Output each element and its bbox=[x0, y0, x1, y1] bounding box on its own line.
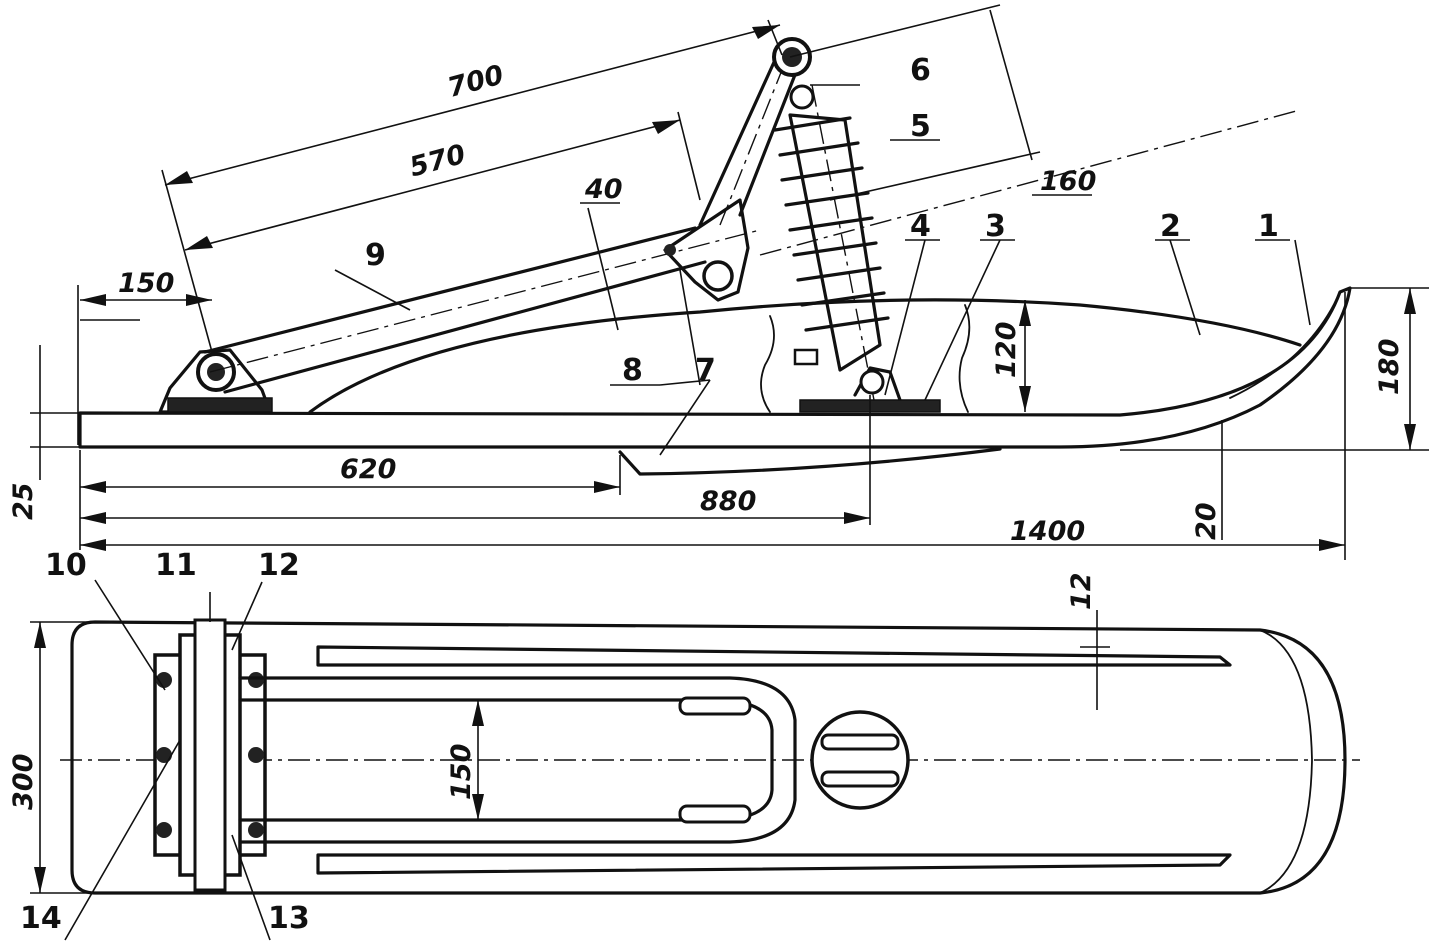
ski-outline-plan bbox=[70, 620, 1347, 895]
dim-120: 120 bbox=[991, 322, 1022, 378]
part-9: 9 bbox=[365, 238, 386, 273]
dim-25: 25 bbox=[8, 482, 39, 520]
ski-runner bbox=[78, 286, 1352, 449]
plan-view bbox=[30, 579, 1360, 941]
part-7: 7 bbox=[695, 353, 716, 388]
part-10: 10 bbox=[45, 548, 87, 583]
part-3: 3 bbox=[985, 209, 1006, 244]
dim-150-plan: 150 bbox=[446, 744, 477, 800]
part-labels: 1 2 3 4 5 6 7 8 9 10 11 12 13 14 bbox=[20, 53, 1279, 936]
side-view bbox=[78, 37, 1352, 476]
part-2: 2 bbox=[1160, 209, 1181, 244]
arm-bracket bbox=[663, 198, 750, 302]
dim-700: 700 bbox=[444, 59, 506, 104]
part-11: 11 bbox=[155, 548, 197, 583]
side-leaders bbox=[334, 84, 1311, 456]
part-1: 1 bbox=[1258, 209, 1279, 244]
dim-180: 180 bbox=[1374, 339, 1405, 395]
hinge-assembly bbox=[153, 618, 267, 892]
upper-link bbox=[698, 58, 802, 227]
dim-20: 20 bbox=[1191, 502, 1222, 540]
side-dimensions bbox=[30, 4, 1429, 560]
ski-deck-profile bbox=[308, 298, 1302, 414]
dim-570: 570 bbox=[406, 139, 468, 184]
part-12: 12 bbox=[258, 548, 300, 583]
ski-keel bbox=[618, 447, 1002, 476]
part-6: 6 bbox=[910, 53, 931, 88]
dim-160: 160 bbox=[1040, 166, 1096, 197]
dim-1400: 1400 bbox=[1010, 516, 1085, 547]
trailing-arm bbox=[203, 226, 707, 394]
part-8: 8 bbox=[622, 353, 643, 388]
dim-40: 40 bbox=[584, 174, 623, 205]
dim-300: 300 bbox=[8, 754, 39, 810]
dimension-labels: 700 570 40 160 150 120 180 25 620 880 20… bbox=[8, 59, 1405, 810]
dim-880: 880 bbox=[700, 486, 756, 517]
dim-150-side: 150 bbox=[118, 268, 174, 299]
shock-base-plan bbox=[810, 710, 910, 810]
part-5: 5 bbox=[910, 109, 931, 144]
dim-620: 620 bbox=[340, 454, 396, 485]
part-13: 13 bbox=[268, 901, 310, 936]
shock-absorber bbox=[773, 84, 890, 401]
part-4: 4 bbox=[910, 209, 931, 244]
dim-12: 12 bbox=[1066, 572, 1097, 610]
part-14: 14 bbox=[20, 901, 62, 936]
